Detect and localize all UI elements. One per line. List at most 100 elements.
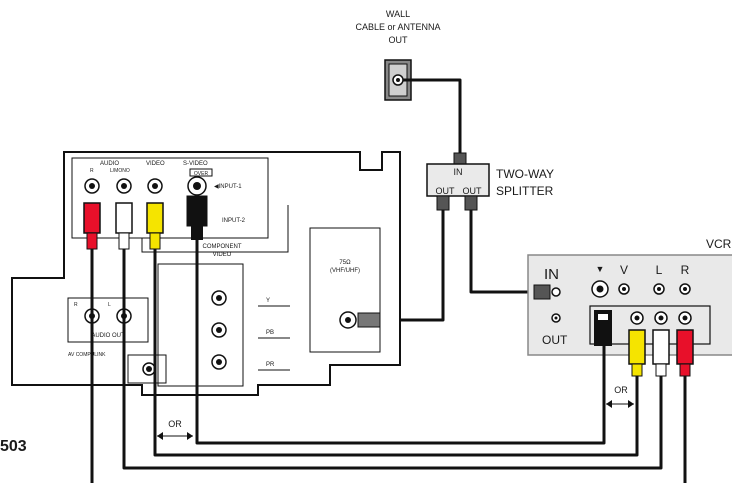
or-arrow-right-tv xyxy=(187,432,193,440)
splitter-in-connector xyxy=(453,152,467,166)
wall-label-line2: CABLE or ANTENNA xyxy=(355,22,440,32)
tv-component-y-center xyxy=(216,295,222,301)
vcr-out-label: OUT xyxy=(542,333,568,347)
wall-outlet: WALL CABLE or ANTENNA OUT xyxy=(355,9,441,101)
tv-audio-out-label: AUDIO OUT xyxy=(91,333,125,339)
splitter-name-line2: SPLITTER xyxy=(496,184,554,198)
vcr-white-plug xyxy=(652,329,670,365)
vcr-yellow-plug xyxy=(628,329,646,365)
splitter-out-label-2: OUT xyxy=(463,186,483,196)
tv-r-label: R xyxy=(90,168,94,174)
splitter-name-line1: TWO-WAY xyxy=(496,167,554,181)
vcr-out-l-center xyxy=(658,315,664,321)
tv-y-label: Y xyxy=(266,298,270,304)
vcr-out-r-center xyxy=(682,315,688,321)
wall-label-line1: WALL xyxy=(386,9,410,19)
tv-white-plug-neck xyxy=(118,232,130,250)
tv-red-plug xyxy=(83,202,101,234)
tv-antenna-box xyxy=(309,227,381,353)
tv-rear-panel: AUDIO VIDEO S-VIDEO R L/MONO OVER ◀INPUT… xyxy=(11,151,401,396)
two-way-splitter: IN OUT OUT TWO-WAY SPLITTER xyxy=(426,152,554,211)
or-arrow-left-vcr xyxy=(606,400,612,408)
cable-video xyxy=(153,249,639,457)
cable-audio-left xyxy=(122,249,663,470)
tv-audio-l-center xyxy=(121,183,127,189)
or-arrow-left-tv xyxy=(157,432,163,440)
vcr-title: VCR xyxy=(706,237,732,251)
tv-input1-label: ◀INPUT-1 xyxy=(214,184,242,190)
tv-video-center xyxy=(152,183,158,189)
tv-svideo-label: S-VIDEO xyxy=(183,161,208,167)
or-label-tv: OR xyxy=(168,419,182,429)
vcr-plugs xyxy=(594,310,694,377)
vcr-out-v-center xyxy=(634,315,640,321)
tv-component-box xyxy=(157,263,244,387)
wall-coax-center xyxy=(396,78,400,82)
tv-over-box xyxy=(189,168,213,177)
vcr-antenna-in-jack xyxy=(551,287,561,297)
tv-audio-out-r: R xyxy=(74,302,78,308)
tv-audio-out-box xyxy=(67,297,149,343)
tv-antenna-plug xyxy=(357,312,381,328)
vcr-antenna-out-center xyxy=(554,316,558,320)
tv-compulink-jack-center xyxy=(146,366,152,372)
vcr-in-svideo-center xyxy=(596,285,604,293)
splitter-out-connector-2 xyxy=(464,195,478,211)
splitter-body xyxy=(426,163,490,197)
tv-antenna-jack-center xyxy=(345,317,351,323)
vcr-out-box xyxy=(589,305,711,345)
tv-yellow-plug xyxy=(146,202,164,234)
tv-yellow-plug-neck xyxy=(149,232,161,250)
tv-audio-label: AUDIO xyxy=(100,161,119,167)
tv-plugs xyxy=(83,195,208,250)
or-indicator-tv: OR xyxy=(157,419,193,440)
tv-av-compulink-label: AV COMPULINK xyxy=(68,352,106,358)
cable-wall-to-splitter xyxy=(403,78,462,155)
tv-compulink-box xyxy=(127,354,167,384)
cable-svideo xyxy=(195,240,606,445)
splitter-in-label: IN xyxy=(454,167,463,177)
vcr-in-label: IN xyxy=(544,266,559,283)
splitter-out-label-1: OUT xyxy=(436,186,456,196)
tv-component-line2: VIDEO xyxy=(213,252,232,258)
vcr-r-label: R xyxy=(681,263,690,277)
tv-input-section xyxy=(71,157,269,239)
tv-pr-label: PR xyxy=(266,362,275,368)
vcr-white-plug-neck xyxy=(655,363,667,377)
tv-component-bracket xyxy=(141,205,289,253)
tv-pb-label: PB xyxy=(266,330,274,336)
tv-video-label: VIDEO xyxy=(146,161,165,167)
figure-number: 503 xyxy=(0,438,27,455)
wall-label-line3: OUT xyxy=(389,35,409,45)
tv-component-pb-center xyxy=(216,327,222,333)
vcr-l-label: L xyxy=(656,263,663,277)
tv-panel-outline xyxy=(11,151,401,396)
or-label-vcr: OR xyxy=(614,385,628,395)
splitter-out-connector-1 xyxy=(436,195,450,211)
tv-white-plug xyxy=(115,202,133,234)
tv-input2-label: INPUT-2 xyxy=(222,218,246,224)
cable-splitter-to-vcr-in xyxy=(469,210,534,294)
tv-lmono-label: L/MONO xyxy=(110,168,130,174)
vcr-yellow-plug-neck xyxy=(631,363,643,377)
tv-svideo-center xyxy=(193,182,201,190)
tv-over-label: OVER xyxy=(194,171,209,177)
or-indicator-vcr: OR xyxy=(606,385,634,408)
vcr-v-label: V xyxy=(620,263,628,277)
tv-audio-out-l: L xyxy=(108,302,111,308)
vcr-in-l-center xyxy=(657,287,661,291)
tv-black-svideo-plug xyxy=(186,195,208,227)
tv-antenna-line1: 75Ω xyxy=(339,260,351,266)
vcr-svideo-marker: ▼ xyxy=(596,264,605,274)
tv-black-svideo-plug-neck xyxy=(191,226,203,240)
tv-component-pr-center xyxy=(216,359,222,365)
tv-red-plug-neck xyxy=(86,232,98,250)
tv-audio-r-center xyxy=(89,183,95,189)
vcr-red-plug-neck xyxy=(679,363,691,377)
vcr-svideo-plug-marker xyxy=(598,314,608,320)
vcr-antenna-in-plug xyxy=(533,284,551,300)
tv-antenna-line2: (VHF/UHF) xyxy=(330,268,360,274)
vcr-in-v-center xyxy=(622,287,626,291)
